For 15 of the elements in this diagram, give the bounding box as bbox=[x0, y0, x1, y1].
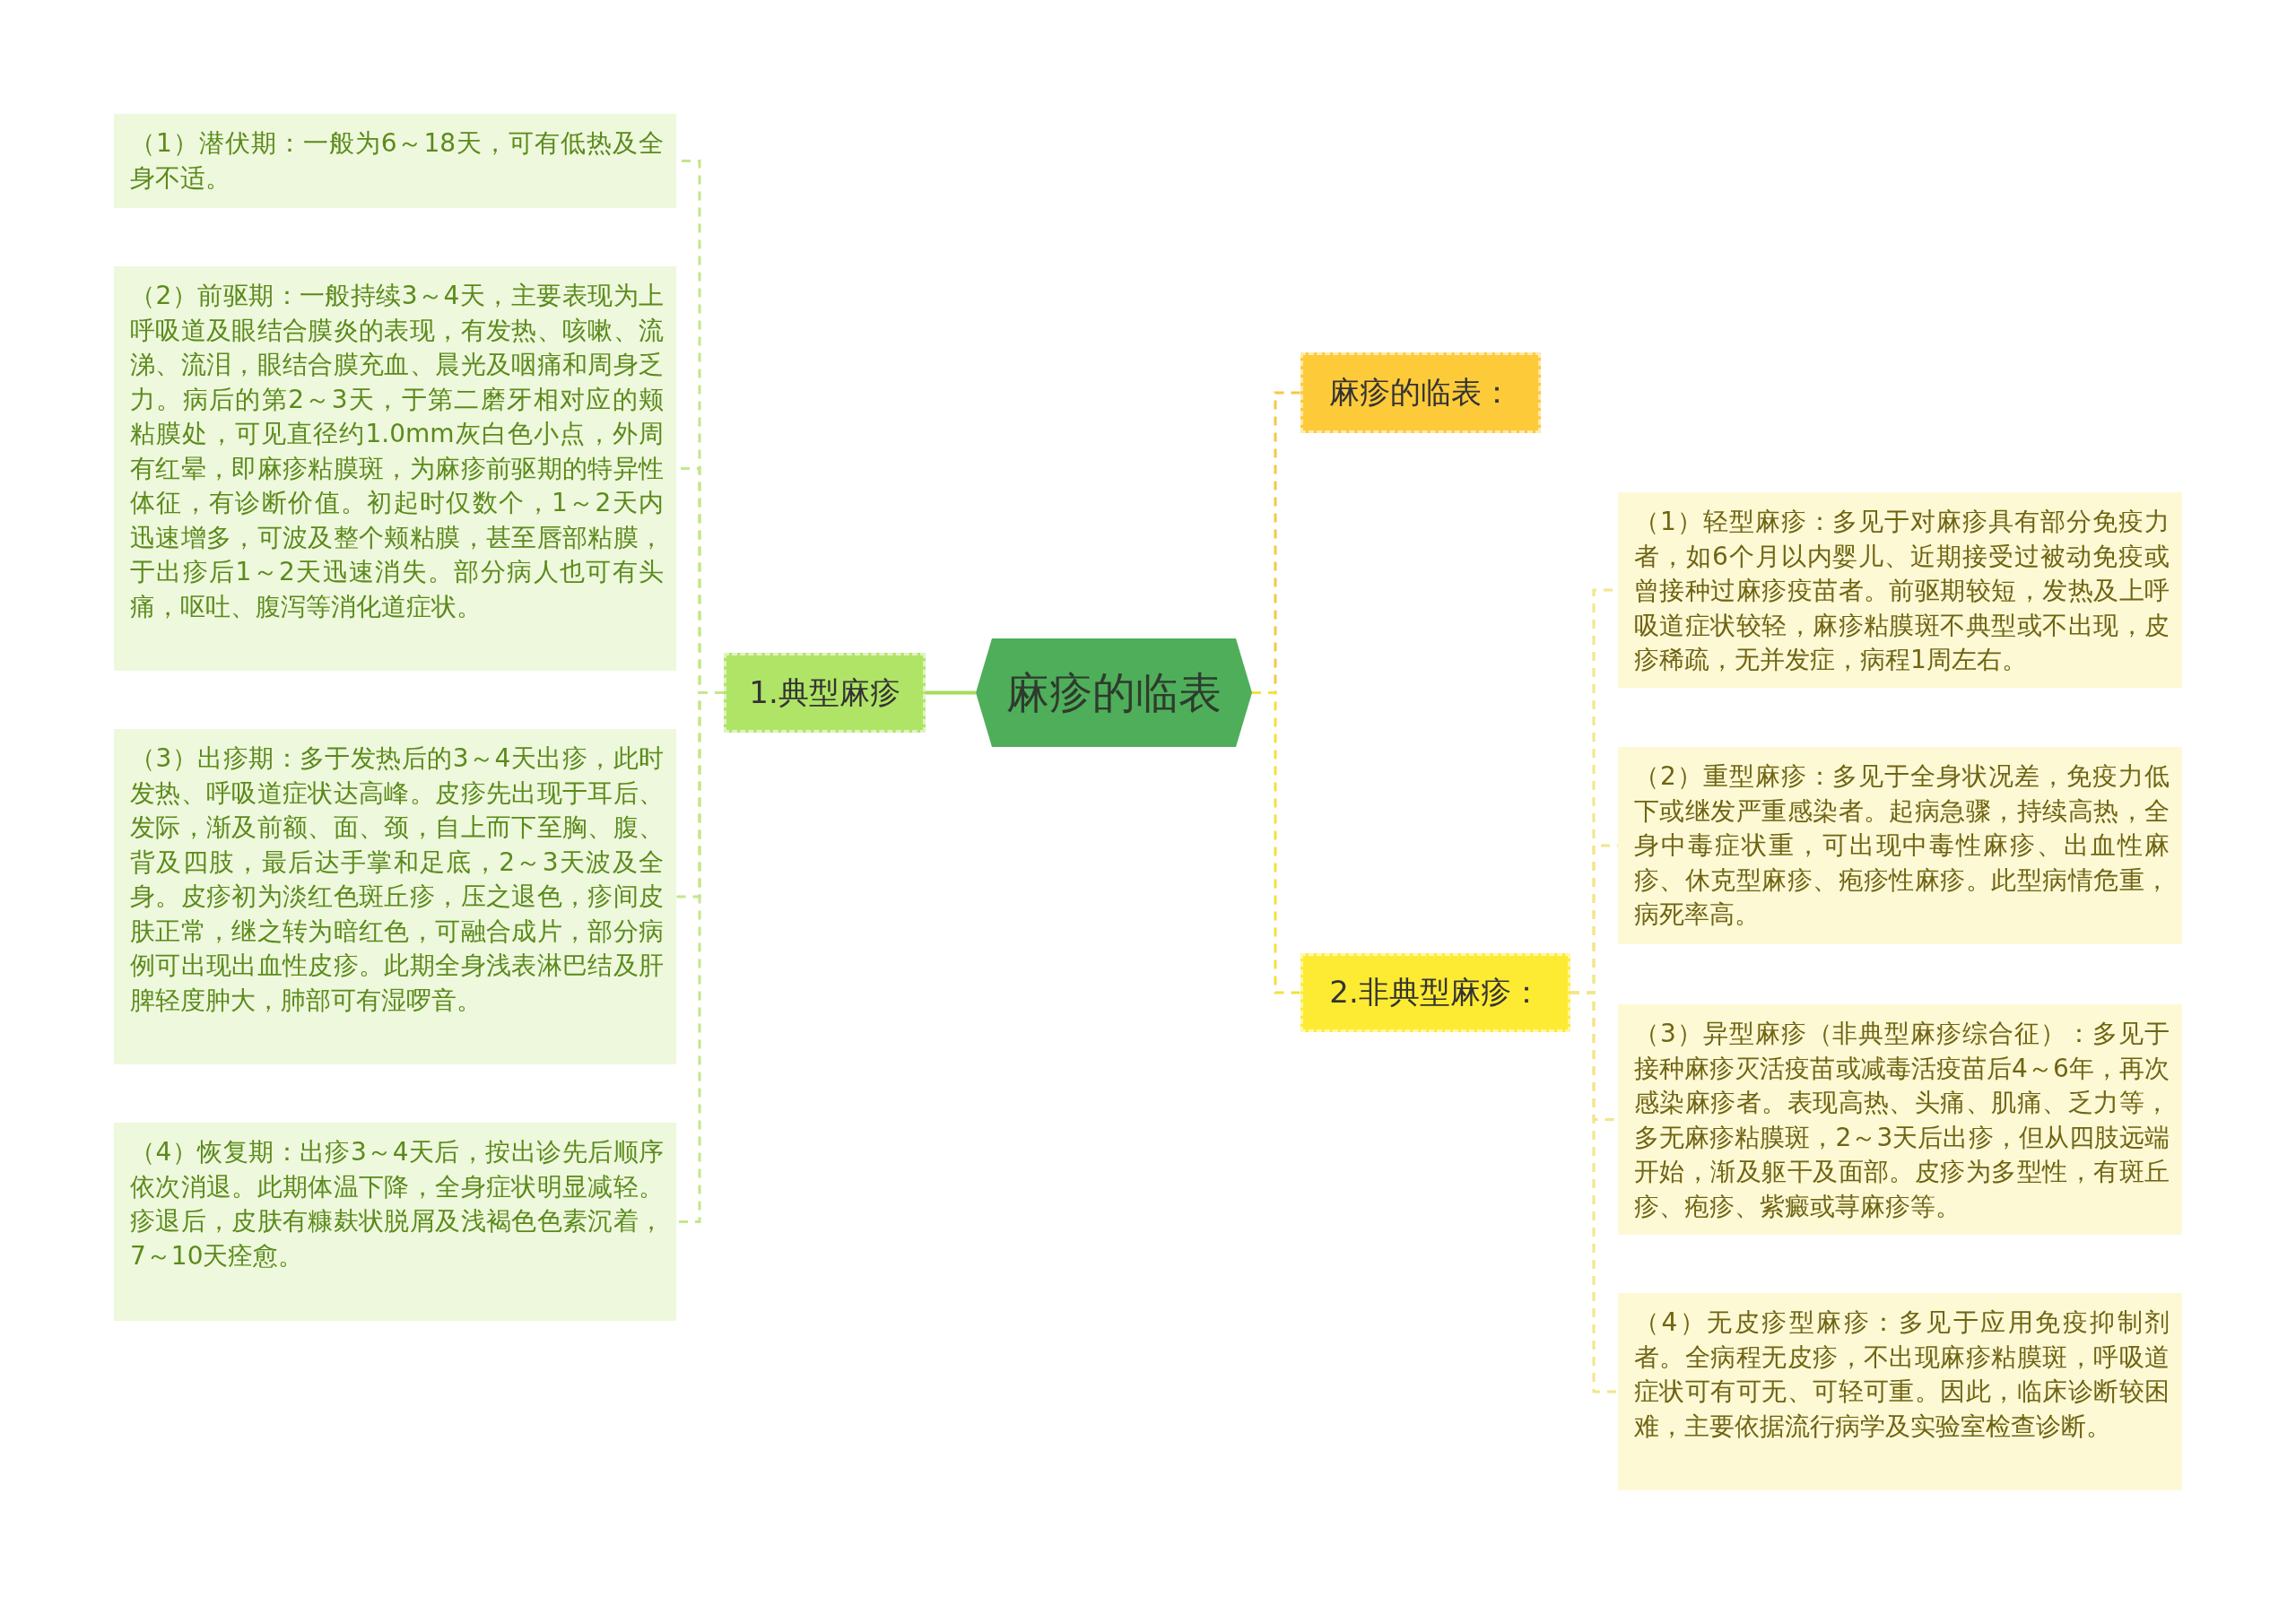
note-box: （1）潜伏期：一般为6～18天，可有低热及全身不适。 bbox=[114, 114, 676, 208]
note-box: （3）异型麻疹（非典型麻疹综合征）：多见于接种麻疹灭活疫苗或减毒活疫苗后4～6年，再次感染麻疹者。表现高热、头痛、肌痛、乏力等，多无麻疹粘膜斑，2～3天后出疹，但从四肢远端开始，渐及躯干及面部。皮疹为多型性，有斑丘疹、疱疹、紫癜或荨麻疹等。 bbox=[1618, 1004, 2182, 1235]
connector-line bbox=[1570, 991, 1618, 1393]
note-box: （2）前驱期：一般持续3～4天，主要表现为上呼吸道及眼结合膜炎的表现，有发热、咳嗽、流涕、流泪，眼结合膜充血、晨光及咽痛和周身乏力。病后的第2～3天，于第二磨牙相对应的颊粘膜处，可见直径约1.0mm灰白色小点，外周有红晕，即麻疹粘膜斑，为麻疹前驱期的特异性体征，有诊断价值。初起时仅数个，1～2天内迅速增多，可波及整个颊粘膜，甚至唇部粘膜，于出疹后1～2天迅速消失。部分病人也可有头痛，呕吐、腹泻等消化道症状。 bbox=[114, 266, 676, 671]
note-box: （3）出疹期：多于发热后的3～4天出疹，此时发热、呼吸道症状达高峰。皮疹先出现于耳后、发际，渐及前额、面、颈，自上而下至胸、腹、背及四肢，最后达手掌和足底，2～3天波及全身。皮疹初为淡红色斑丘疹，压之退色，疹间皮肤正常，继之转为暗红色，可融合成片，部分病例可出现出血性皮疹。此期全身浅表淋巴结及肝脾轻度肿大，肺部可有湿啰音。 bbox=[114, 729, 676, 1064]
note-box: （1）轻型麻疹：多见于对麻疹具有部分免疫力者，如6个月以内婴儿、近期接受过被动免疫或曾接种过麻疹疫苗者。前驱期较短，发热及上呼吸道症状较轻，麻疹粘膜斑不典型或不出现，皮疹稀疏，无并发症，病程1周左右。 bbox=[1618, 492, 2182, 688]
note-box: （4）无皮疹型麻疹：多见于应用免疫抑制剂者。全病程无皮疹，不出现麻疹粘膜斑，呼吸道症状可有可无、可轻可重。因此，临床诊断较困难，主要依据流行病学及实验室检查诊断。 bbox=[1618, 1293, 2182, 1490]
branch-box: 1.典型麻疹 bbox=[724, 653, 926, 733]
connector-line bbox=[1252, 691, 1300, 994]
branch-box: 2.非典型麻疹： bbox=[1300, 953, 1570, 1032]
note-box: （2）重型麻疹：多见于全身状况差，免疫力低下或继发严重感染者。起病急骤，持续高热，全身中毒症状重，可出现中毒性麻疹、出血性麻疹、休克型麻疹、疱疹性麻疹。此型病情危重，病死率高。 bbox=[1618, 747, 2182, 944]
topic-hexagon: 麻疹的临表 bbox=[976, 638, 1252, 747]
connector-line bbox=[926, 690, 976, 695]
branch-box: 麻疹的临表： bbox=[1300, 352, 1541, 433]
note-box: （4）恢复期：出疹3～4天后，按出诊先后顺序依次消退。此期体温下降，全身症状明显减轻。疹退后，皮肤有糠麸状脱屑及浅褐色色素沉着，7～10天痊愈。 bbox=[114, 1123, 676, 1321]
